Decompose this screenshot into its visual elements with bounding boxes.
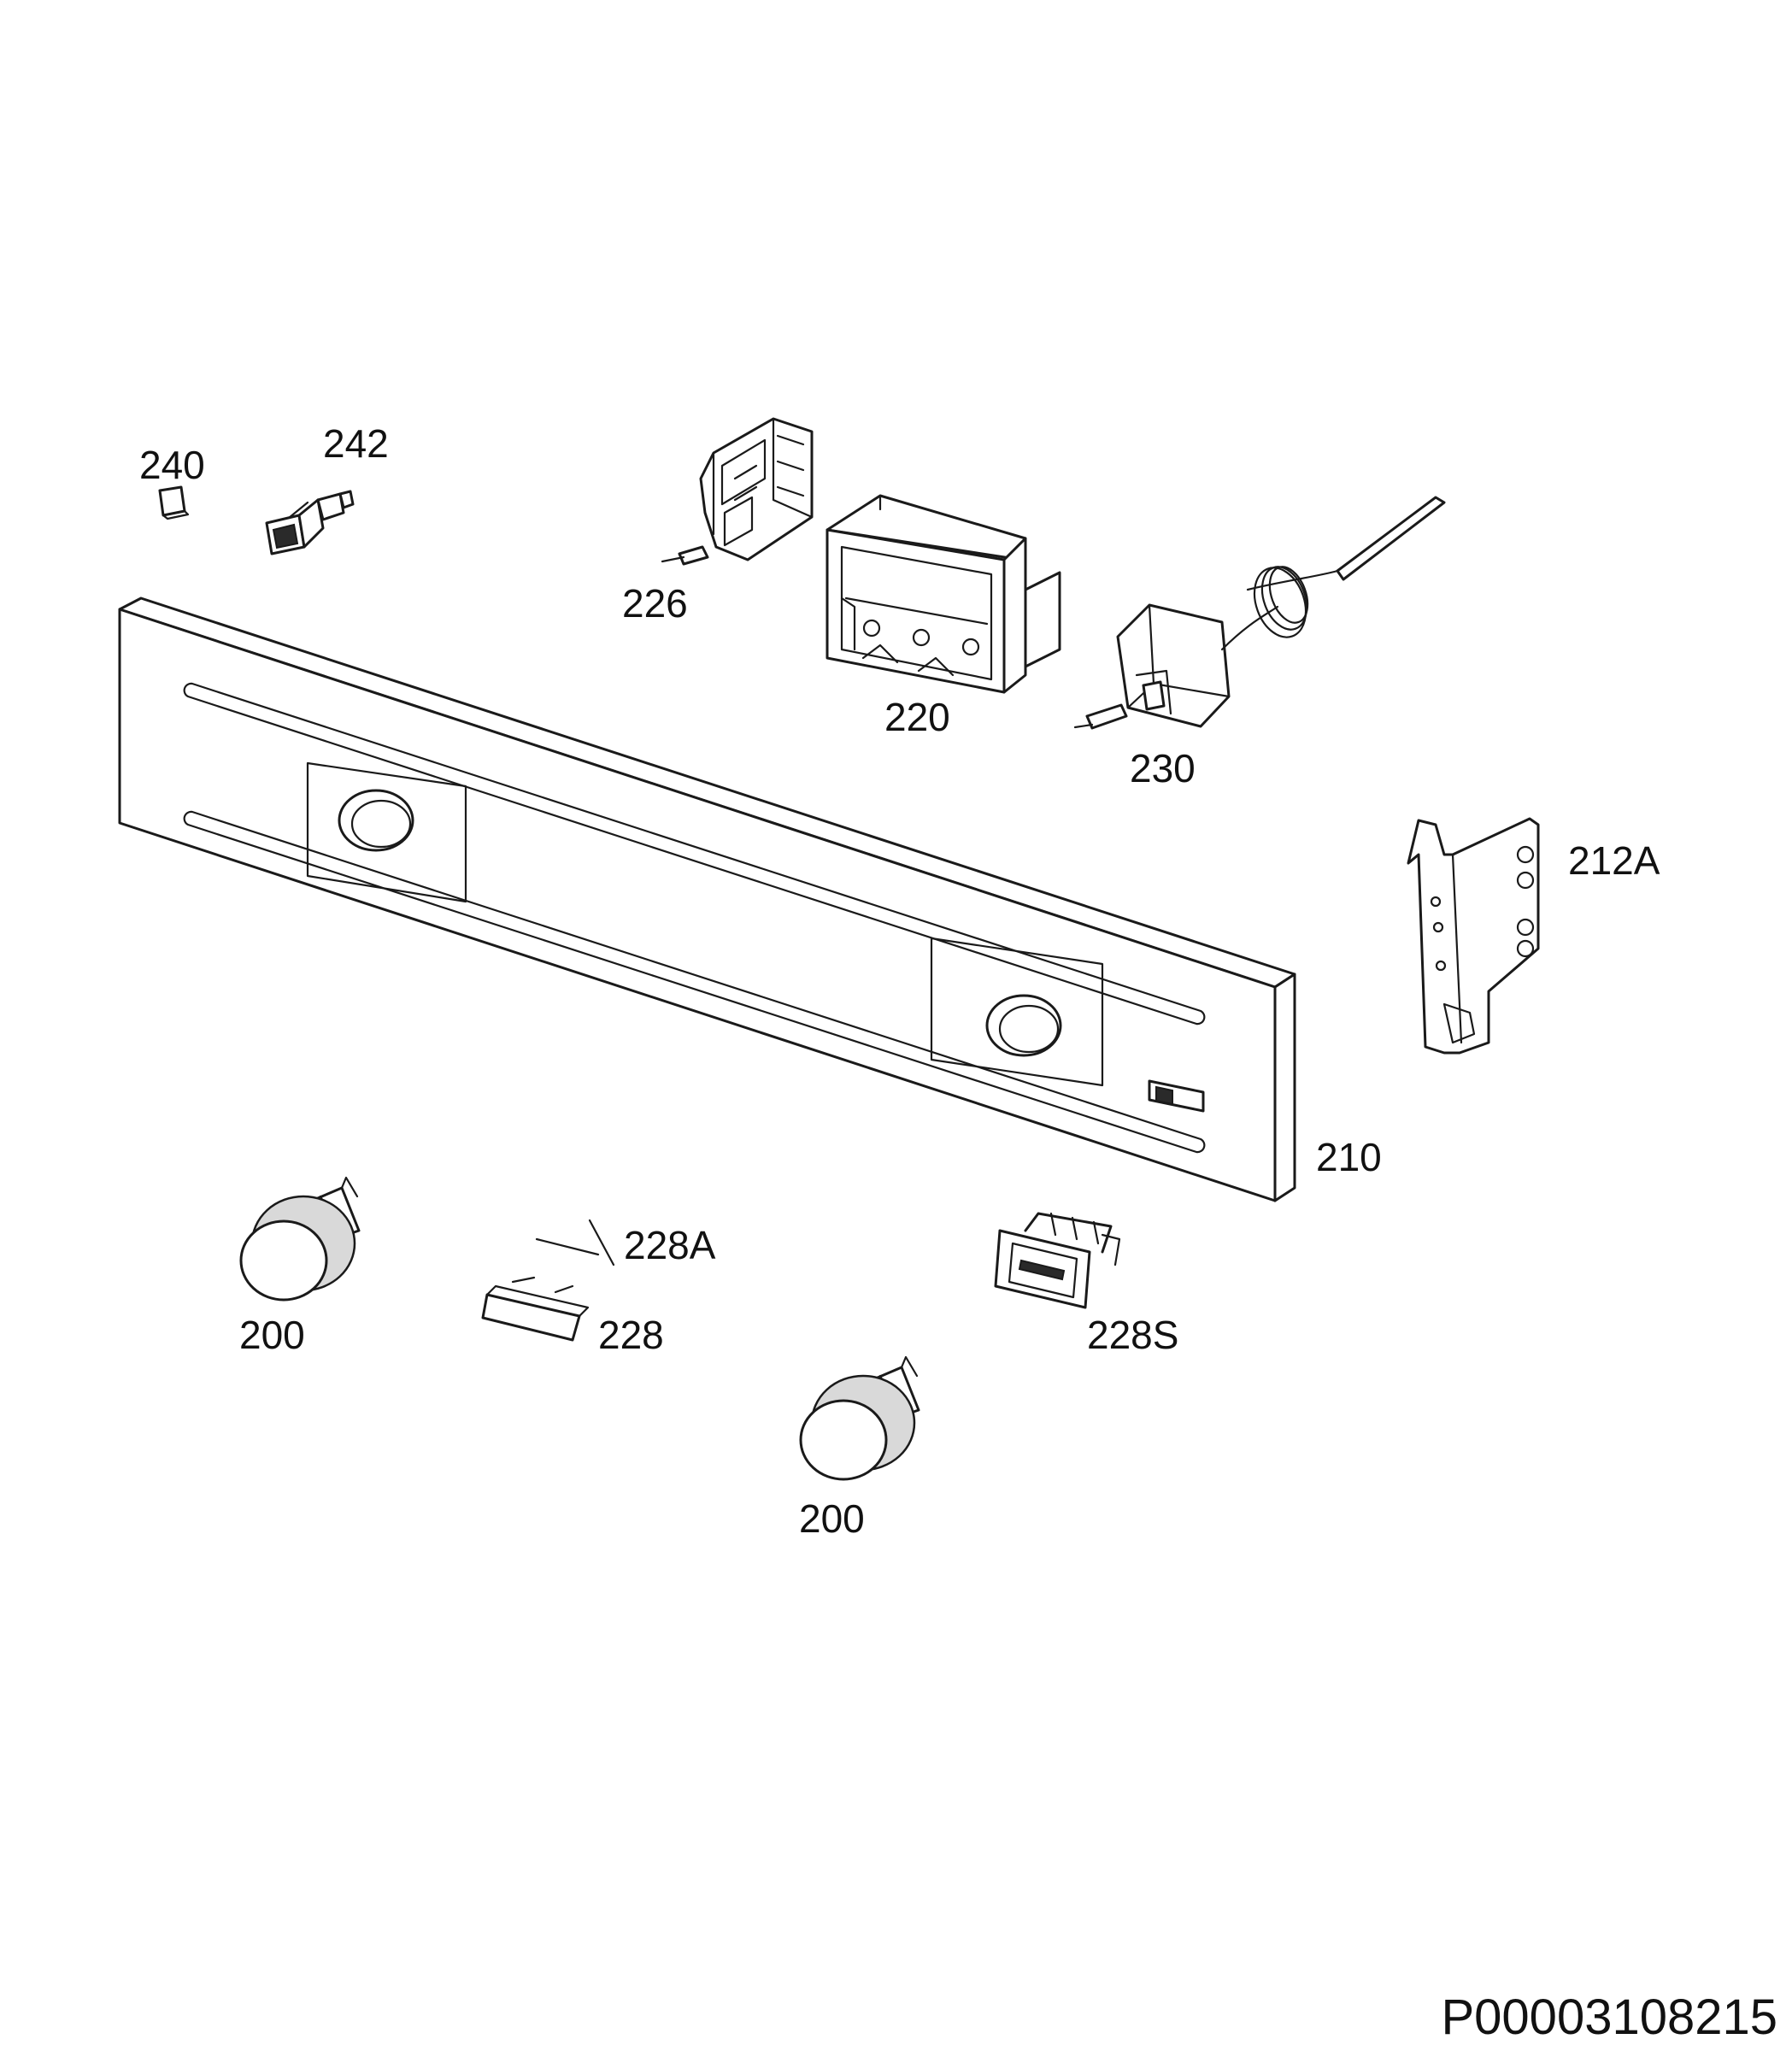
label-226: 226 xyxy=(622,581,688,626)
label-228: 228 xyxy=(598,1313,664,1357)
part-210-control-panel xyxy=(118,596,1296,1202)
part-212a-bracket xyxy=(1407,817,1540,1055)
label-212a: 212A xyxy=(1568,838,1660,883)
label-228a: 228A xyxy=(624,1223,716,1267)
part-228-bar xyxy=(481,1276,590,1342)
label-200-left: 200 xyxy=(239,1313,305,1357)
document-id: P00003108215 xyxy=(1441,1989,1777,2045)
part-228s-switch xyxy=(994,1212,1121,1309)
part-200-knob-left xyxy=(239,1176,361,1302)
part-200-knob-center xyxy=(799,1355,920,1481)
label-220: 220 xyxy=(884,695,950,739)
label-210: 210 xyxy=(1316,1135,1382,1179)
part-220-timer-module xyxy=(825,494,1061,694)
part-242-lamp xyxy=(265,490,355,555)
part-240-cap xyxy=(158,485,190,520)
label-240: 240 xyxy=(139,443,205,487)
label-230: 230 xyxy=(1130,746,1196,790)
label-242: 242 xyxy=(323,421,389,466)
label-228s: 228S xyxy=(1087,1313,1178,1357)
part-226-selector-switch xyxy=(661,417,814,566)
label-200-center: 200 xyxy=(799,1496,865,1541)
part-230-thermostat xyxy=(1073,496,1446,730)
part-228a-rod xyxy=(535,1219,615,1266)
